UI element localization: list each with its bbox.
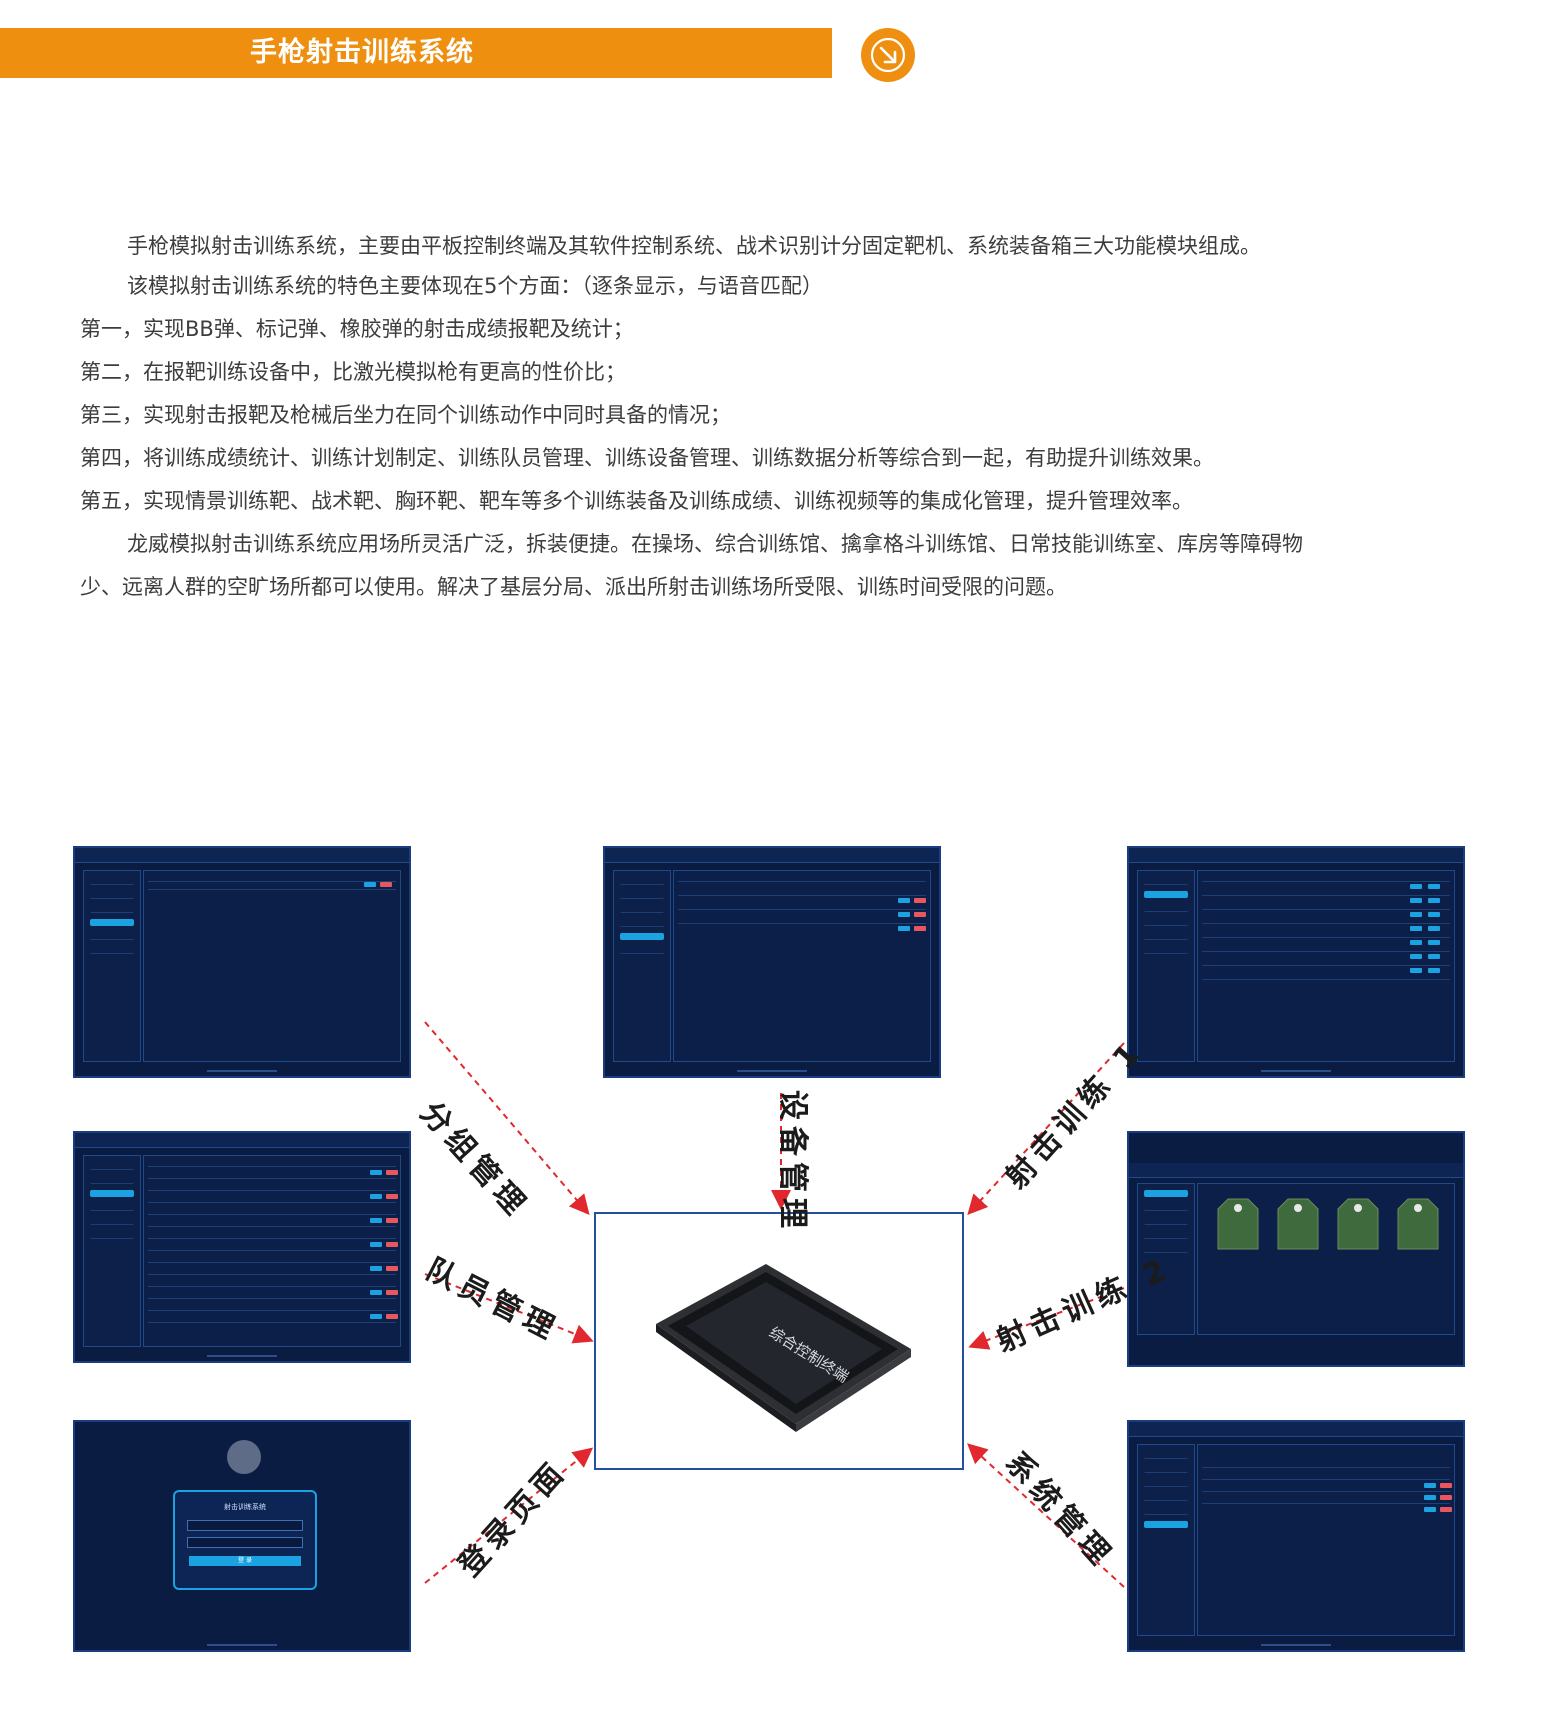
screenshot-group-mgmt: [73, 846, 411, 1078]
tablet-device-image: 综合控制终端: [656, 1264, 911, 1432]
label-device-mgmt: 设备管理: [775, 1090, 810, 1234]
screenshot-device-mgmt: [603, 846, 941, 1078]
feature-3: 第三，实现射击报靶及枪械后坐力在同个训练动作中同时具备的情况；: [80, 403, 731, 427]
screenshot-shooting-1: [1127, 846, 1465, 1078]
screenshot-login-page: 射击训练系统 登 录: [73, 1420, 411, 1652]
section-title-bar: 手枪射击训练系统: [0, 28, 832, 78]
screenshot-member-mgmt: [73, 1131, 411, 1363]
arrow-down-right-icon: [861, 28, 915, 82]
section-title: 手枪射击训练系统: [250, 37, 474, 68]
label-login-page: 登录页面: [451, 1453, 575, 1584]
feature-1: 第一，实现BB弹、标记弹、橡胶弹的射击成绩报靶及统计；: [80, 317, 634, 341]
login-button: 登 录: [189, 1556, 301, 1566]
login-panel: 射击训练系统 登 录: [173, 1490, 317, 1590]
feature-5: 第五，实现情景训练靶、战术靶、胸环靶、靶车等多个训练装备及训练成绩、训练视频等的…: [80, 489, 1193, 513]
username-input: [187, 1520, 303, 1531]
control-terminal-box: 综合控制终端: [594, 1212, 964, 1470]
police-emblem-icon: [227, 1440, 261, 1474]
label-group-mgmt: 分组管理: [413, 1095, 536, 1226]
feature-4: 第四，将训练成绩统计、训练计划制定、训练队员管理、训练设备管理、训练数据分析等综…: [80, 446, 1214, 470]
screenshot-system-mgmt: [1127, 1420, 1465, 1652]
label-system-mgmt: 系统管理: [998, 1445, 1121, 1576]
screenshot-shooting-2: [1127, 1131, 1465, 1367]
intro-line-2: 该模拟射击训练系统的特色主要体现在5个方面：（逐条显示，与语音匹配）: [127, 274, 823, 298]
password-input: [187, 1537, 303, 1548]
login-title: 射击训练系统: [224, 1503, 266, 1511]
usage-line-1: 龙威模拟射击训练系统应用场所灵活广泛，拆装便捷。在操场、综合训练馆、擒拿格斗训练…: [127, 532, 1303, 556]
usage-line-2: 少、远离人群的空旷场所都可以使用。解决了基层分局、派出所射击训练场所受限、训练时…: [80, 575, 1067, 599]
label-member-mgmt: 队员管理: [420, 1252, 565, 1349]
feature-2: 第二，在报靶训练设备中，比激光模拟枪有更高的性价比；: [80, 360, 626, 384]
intro-line-1: 手枪模拟射击训练系统，主要由平板控制终端及其软件控制系统、战术识别计分固定靶机、…: [127, 234, 1261, 258]
